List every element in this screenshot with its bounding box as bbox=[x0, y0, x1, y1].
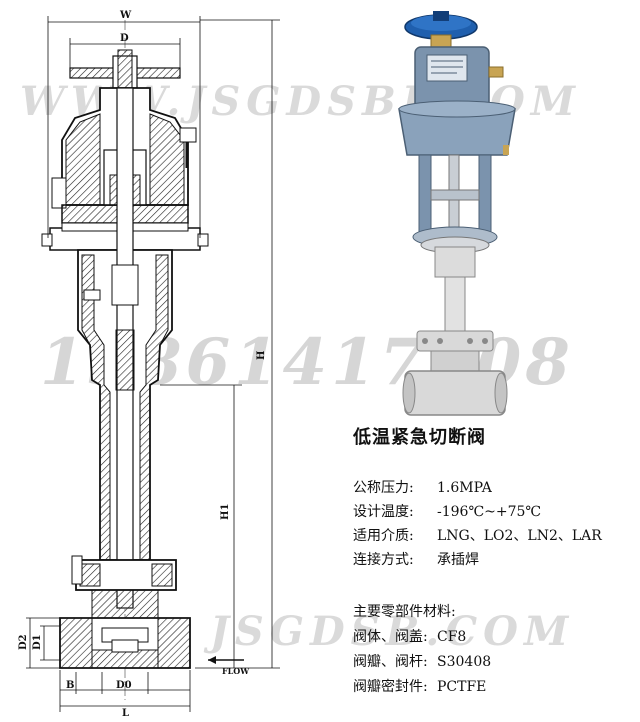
valve-body bbox=[402, 350, 508, 416]
material-label: 阀瓣、阀杆: bbox=[353, 654, 428, 670]
spec-row-pressure: 公称压力: 1.6MPA bbox=[353, 477, 492, 497]
valve-section-drawing: W D H H1 D2 D1 B D0 L FLOW bbox=[18, 10, 280, 719]
handwheel-section bbox=[69, 49, 181, 101]
extension-bonnet bbox=[416, 246, 494, 352]
spec-label: 连接方式: bbox=[353, 552, 414, 568]
spec-label: 适用介质: bbox=[353, 528, 414, 544]
material-value: CF8 bbox=[437, 629, 467, 645]
valve-product-photo bbox=[398, 11, 516, 416]
material-row-seal: 阀瓣密封件: PCTFE bbox=[353, 676, 486, 696]
spec-value: LNG、LO2、LN2、LAR bbox=[437, 528, 602, 544]
flow-arrow bbox=[208, 656, 244, 664]
materials-heading: 主要零部件材料: bbox=[353, 604, 456, 620]
dim-l-label: L bbox=[122, 708, 129, 719]
watermark-url-bottom: JSGDSB.COM bbox=[210, 608, 575, 655]
flow-label: FLOW bbox=[222, 666, 250, 676]
spec-label: 公称压力: bbox=[353, 480, 414, 496]
material-value: S30408 bbox=[437, 654, 492, 670]
spec-label: 设计温度: bbox=[353, 504, 414, 520]
material-row-body: 阀体、阀盖: CF8 bbox=[353, 626, 466, 646]
dim-h-label: H bbox=[256, 351, 267, 360]
material-label: 阀体、阀盖: bbox=[353, 629, 428, 645]
dim-d-label: D bbox=[120, 33, 129, 44]
dim-d2-label: D2 bbox=[18, 634, 29, 650]
material-value: PCTFE bbox=[437, 679, 487, 695]
valve-body-section bbox=[59, 555, 191, 669]
dim-w-label: W bbox=[119, 10, 132, 21]
dim-h1-label: H1 bbox=[220, 504, 231, 520]
spec-row-temperature: 设计温度: -196℃~+75℃ bbox=[353, 501, 541, 521]
dim-d1-label: D1 bbox=[32, 634, 43, 650]
spec-row-connection: 连接方式: 承插焊 bbox=[353, 549, 479, 569]
actuator-body bbox=[398, 46, 516, 156]
yoke bbox=[412, 154, 498, 254]
bonnet-extension-section bbox=[77, 87, 173, 609]
spec-row-medium: 适用介质: LNG、LO2、LN2、LAR bbox=[353, 525, 602, 545]
dim-b-label: B bbox=[66, 680, 74, 691]
material-row-disc: 阀瓣、阀杆: S30408 bbox=[353, 651, 491, 671]
dim-d0-label: D0 bbox=[116, 680, 132, 691]
material-label: 阀瓣密封件: bbox=[353, 679, 428, 695]
spec-value: -196℃~+75℃ bbox=[437, 504, 542, 520]
spec-value: 承插焊 bbox=[437, 552, 479, 568]
dimension-lines bbox=[26, 16, 280, 712]
handwheel-icon bbox=[404, 11, 478, 50]
spec-value: 1.6MPA bbox=[437, 480, 492, 496]
product-title: 低温紧急切断阀 bbox=[353, 427, 486, 448]
